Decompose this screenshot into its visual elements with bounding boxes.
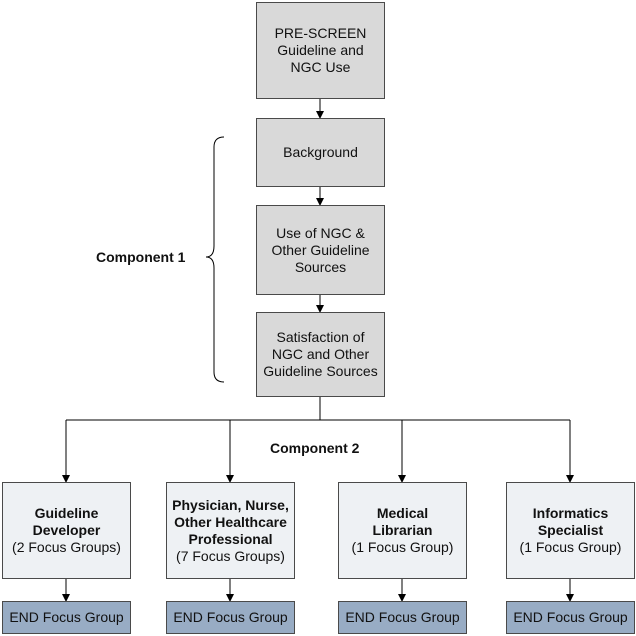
group-box-guideline-developer: Guideline Developer (2 Focus Groups) (2, 482, 131, 579)
prescreen-line-1: PRE-SCREEN (274, 25, 367, 41)
group-box-medical-librarian: Medical Librarian (1 Focus Group) (338, 482, 467, 579)
component-1-label: Component 1 (96, 249, 186, 265)
group-title-line: Other Healthcare (174, 513, 287, 530)
use-of-ngc-line-1: Use of NGC & (276, 224, 365, 241)
group-detail: (1 Focus Group) (519, 539, 622, 555)
group-title-line: Developer (32, 522, 101, 538)
prescreen-line-2: Guideline and (277, 42, 364, 58)
satisfaction-line-3: Guideline Sources (263, 363, 378, 379)
group-detail: (7 Focus Groups) (176, 547, 285, 564)
group-title-line: Informatics (532, 505, 609, 521)
end-box-1: END Focus Group (2, 601, 131, 634)
group-title-line: Specialist (537, 522, 604, 538)
group-box-physician-nurse: Physician, Nurse, Other Healthcare Profe… (166, 482, 295, 579)
use-of-ngc-line-3: Sources (294, 258, 347, 275)
end-box-4: END Focus Group (506, 601, 635, 634)
end-box-3: END Focus Group (338, 601, 467, 634)
group-detail: (1 Focus Group) (351, 539, 454, 555)
group-box-informatics-specialist: Informatics Specialist (1 Focus Group) (506, 482, 635, 579)
group-title-line: Librarian (372, 522, 433, 538)
use-of-ngc-line-2: Other Guideline (271, 241, 370, 258)
satisfaction-line-2: NGC and Other (271, 346, 370, 362)
component-1-brace (205, 136, 225, 383)
component-2-label: Component 2 (270, 440, 360, 456)
group-title-line: Physician, Nurse, (172, 496, 289, 513)
group-title-line: Medical (376, 505, 429, 521)
end-box-2: END Focus Group (166, 601, 295, 634)
satisfaction-box: Satisfaction of NGC and Other Guideline … (256, 312, 385, 397)
group-title-line: Professional (188, 530, 273, 547)
background-line-1: Background (283, 144, 358, 160)
prescreen-line-3: NGC Use (290, 59, 351, 75)
satisfaction-line-1: Satisfaction of (276, 329, 365, 345)
background-box: Background (256, 118, 385, 187)
group-detail: (2 Focus Groups) (12, 539, 121, 555)
group-title-line: Guideline (34, 505, 99, 521)
prescreen-box: PRE-SCREEN Guideline and NGC Use (256, 2, 385, 99)
use-of-ngc-box: Use of NGC & Other Guideline Sources (256, 205, 385, 295)
